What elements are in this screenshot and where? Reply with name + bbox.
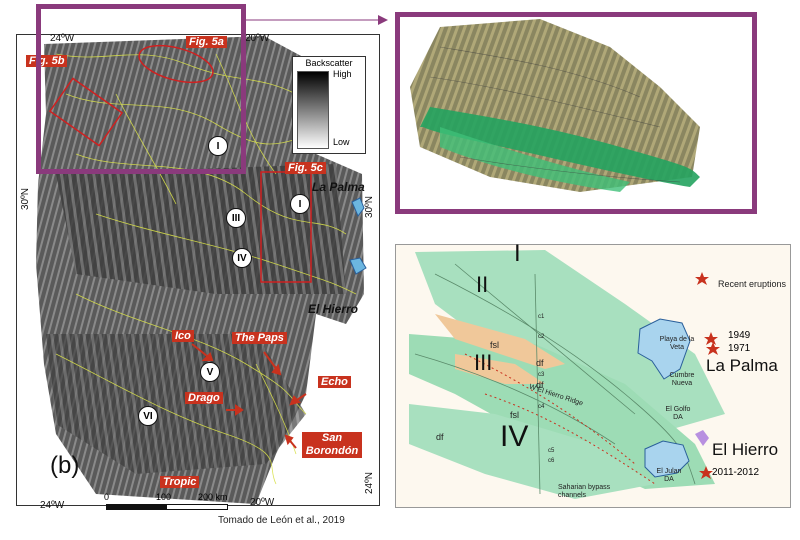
zoom-source-frame xyxy=(36,4,246,174)
right-label-iii: III xyxy=(474,350,493,375)
label-df-2: df xyxy=(536,380,544,390)
feature-echo: Echo xyxy=(318,376,351,388)
legend-title: Backscatter xyxy=(305,58,353,68)
coord-top-right: 20ºW xyxy=(245,33,270,44)
label-c2: c2 xyxy=(538,334,545,340)
right-label-i: I xyxy=(514,240,521,267)
coord-right-lat-lower: 24ºN xyxy=(364,472,375,494)
la-palma-island xyxy=(351,197,365,217)
legend-gradient xyxy=(297,71,329,149)
place-el-julan: El Julan DA xyxy=(656,468,682,483)
coord-right-lat: 30ºN xyxy=(364,196,375,218)
feature-arrows xyxy=(191,343,307,449)
source-credit: Tomado de León et al., 2019 xyxy=(218,515,345,526)
fig-5a-label: Fig. 5a xyxy=(186,36,227,48)
contour-lines xyxy=(55,53,357,485)
year-1949: 1949 xyxy=(728,330,751,341)
label-df-3: df xyxy=(436,432,444,442)
feature-tropic: Tropic xyxy=(160,476,200,488)
recent-eruptions-legend: Recent eruptions xyxy=(718,279,787,289)
roman-label-vi: VI xyxy=(138,406,158,426)
year-2011-2012: 2011-2012 xyxy=(712,467,760,478)
saharian-note: Saharian bypass channels xyxy=(558,484,611,499)
label-fsl-1: fsl xyxy=(490,340,499,350)
right-map-drawing xyxy=(409,250,725,499)
legend-low: Low xyxy=(333,137,350,147)
coord-bottom-left: 24ºW xyxy=(40,500,65,511)
year-1971: 1971 xyxy=(728,343,751,354)
label-c4: c4 xyxy=(538,404,545,410)
right-el-hierro: El Hierro xyxy=(712,440,779,459)
la-palma-label: La Palma xyxy=(312,180,365,194)
place-el-golfo: El Golfo DA xyxy=(665,406,691,421)
roman-label-v: V xyxy=(200,362,220,382)
coord-left-lat: 30ºN xyxy=(20,188,31,210)
feature-san-borondon: San Borondón xyxy=(302,432,362,458)
right-label-iv: IV xyxy=(500,420,529,453)
feature-the-paps: The Paps xyxy=(232,332,287,344)
zoom-connector-arrow xyxy=(241,15,388,25)
scale-bar xyxy=(106,504,228,510)
feature-ico: Ico xyxy=(172,330,194,342)
feature-drago: Drago xyxy=(185,392,223,404)
scale-100: 100 xyxy=(156,492,172,502)
label-c5: c5 xyxy=(548,448,555,454)
label-c6: c6 xyxy=(548,458,555,464)
right-label-ii: II xyxy=(476,272,489,297)
roman-label-iv: IV xyxy=(232,248,252,268)
scale-200: 200 km xyxy=(198,492,228,502)
fig5a-box xyxy=(138,44,214,84)
label-c3: c3 xyxy=(538,372,545,378)
fig5b-box xyxy=(48,77,124,147)
backscatter-legend: Backscatter High Low xyxy=(292,56,366,154)
right-la-palma: La Palma xyxy=(706,356,778,375)
panel-label: (b) xyxy=(50,452,80,479)
el-hierro-island xyxy=(349,257,367,275)
el-hierro-label: El Hierro xyxy=(308,302,359,316)
label-fsl-2: fsl xyxy=(510,410,519,420)
coord-bottom-right: 20ºW xyxy=(250,497,275,508)
scale-0: 0 xyxy=(104,492,110,502)
label-df-1: df xyxy=(536,358,544,368)
roman-label-i-2: I xyxy=(290,194,310,214)
legend-high: High xyxy=(333,69,352,79)
label-c1: c1 xyxy=(538,314,545,320)
place-cumbre-nueva: Cumbre Nueva xyxy=(669,372,695,387)
zoomed-inset xyxy=(410,19,700,192)
backscatter-mosaic xyxy=(36,36,367,504)
fig-5c-label: Fig. 5c xyxy=(285,162,326,174)
place-playa-veta: Playa de la Veta xyxy=(659,336,695,351)
roman-label-iii: III xyxy=(226,208,246,228)
roman-label-i: I xyxy=(208,136,228,156)
coord-top-left: 24ºW xyxy=(50,33,75,44)
